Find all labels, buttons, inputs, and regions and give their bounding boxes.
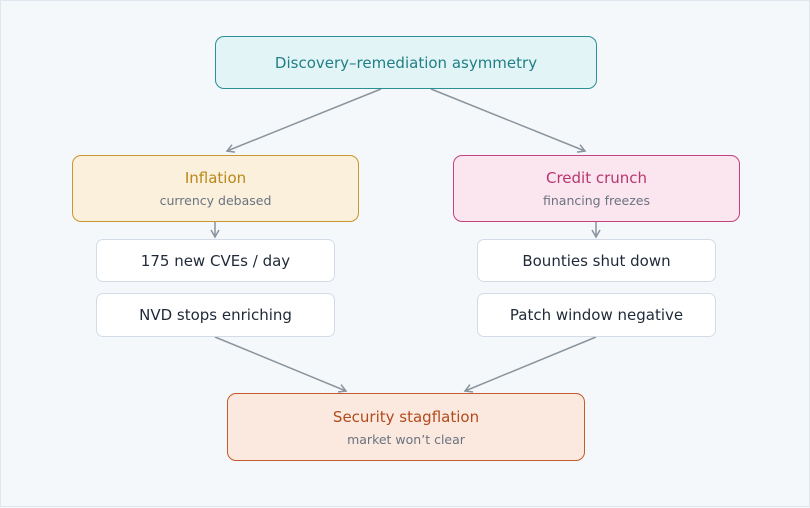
right-item-patch-window-label: Patch window negative [509,306,684,324]
credit-crunch-subtitle: financing freezes [543,193,650,208]
result-title: Security stagflation [332,407,480,426]
left-item-cves: 175 new CVEs / day [96,239,335,282]
right-item-bounties-label: Bounties shut down [522,251,671,270]
credit-crunch-node: Credit crunch financing freezes [453,155,740,222]
left-item-cves-label: 175 new CVEs / day [140,251,291,270]
arrow-right-to-result [463,336,597,393]
left-item-nvd: NVD stops enriching [96,293,335,337]
right-item-patch-window: Patch window negative [477,293,716,337]
arrow-left-to-result [214,336,348,393]
arrow-root-to-inflation [225,88,382,153]
credit-crunch-title: Credit crunch [545,169,648,187]
root-node: Discovery–remediation asymmetry [215,36,597,89]
inflation-subtitle: currency debased [159,193,272,208]
right-item-bounties: Bounties shut down [477,239,716,282]
result-subtitle: market won’t clear [347,431,465,447]
left-item-nvd-label: NVD stops enriching [139,306,292,324]
arrow-root-to-credit [430,88,587,153]
root-title: Discovery–remediation asymmetry [274,53,538,72]
inflation-node: Inflation currency debased [72,155,359,222]
result-node: Security stagflation market won’t clear [227,393,585,461]
inflation-title: Inflation [184,169,247,187]
